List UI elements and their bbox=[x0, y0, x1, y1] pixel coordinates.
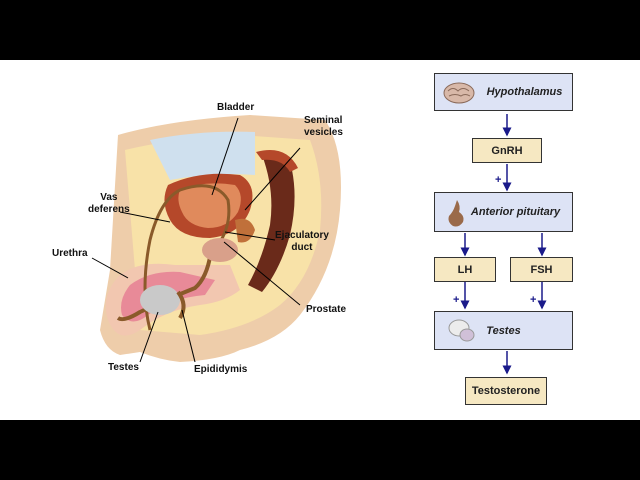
box-anterior-pituitary: Anterior pituitary bbox=[434, 192, 573, 232]
label-ejaculatory-duct-line1: Ejaculatory bbox=[275, 230, 329, 241]
label-ejaculatory-duct-line2: duct bbox=[291, 242, 313, 253]
anterior-pituitary-label: Anterior pituitary bbox=[470, 206, 561, 218]
label-seminal-vesicles: Seminal vesicles bbox=[304, 115, 343, 139]
plus-lh: + bbox=[453, 294, 460, 306]
fsh-label: FSH bbox=[530, 263, 553, 276]
label-ejaculatory-duct: Ejaculatory duct bbox=[275, 230, 329, 254]
hypothalamus-label: Hypothalamus bbox=[486, 86, 563, 98]
box-hypothalamus: Hypothalamus bbox=[434, 73, 573, 111]
label-bladder: Bladder bbox=[217, 102, 255, 113]
label-urethra: Urethra bbox=[52, 248, 88, 259]
seminal-vesicle-shape bbox=[235, 218, 255, 243]
lh-label: LH bbox=[457, 263, 473, 276]
rectum bbox=[248, 154, 295, 292]
box-fsh: FSH bbox=[510, 257, 573, 282]
label-prostate: Prostate bbox=[306, 304, 347, 315]
box-testes: Testes bbox=[434, 311, 573, 350]
vas-deferens-tube bbox=[143, 184, 231, 331]
label-vas-deferens: Vas deferens bbox=[88, 192, 130, 216]
pituitary-icon bbox=[448, 200, 464, 227]
plus-gnrh: + bbox=[495, 174, 502, 186]
label-vas-deferens-line1: Vas bbox=[100, 192, 118, 203]
prostate-shape bbox=[202, 238, 238, 262]
brain-icon bbox=[443, 82, 475, 104]
plus-fsh: + bbox=[530, 294, 537, 306]
testis-shape bbox=[140, 285, 180, 315]
testes-icon bbox=[448, 319, 475, 342]
flowchart-arrows bbox=[460, 114, 547, 375]
anatomy-illustration bbox=[91, 115, 341, 363]
label-vas-deferens-line2: deferens bbox=[88, 204, 130, 215]
label-epididymis: Epididymis bbox=[194, 364, 248, 375]
testosterone-label: Testosterone bbox=[471, 385, 541, 397]
box-gnrh: GnRH bbox=[472, 138, 542, 163]
slide: Bladder Seminal vesicles Vas deferens Ur… bbox=[0, 60, 640, 420]
label-seminal-vesicles-line1: Seminal bbox=[304, 115, 343, 126]
rectum-wall bbox=[256, 150, 298, 172]
epididymis-shape bbox=[176, 290, 186, 320]
label-testes: Testes bbox=[108, 362, 139, 373]
box-testosterone: Testosterone bbox=[465, 377, 547, 405]
testes-label: Testes bbox=[486, 324, 521, 337]
abdomen-region bbox=[150, 131, 255, 180]
label-seminal-vesicles-line2: vesicles bbox=[304, 127, 343, 138]
gnrh-label: GnRH bbox=[491, 144, 523, 157]
box-lh: LH bbox=[434, 257, 496, 282]
